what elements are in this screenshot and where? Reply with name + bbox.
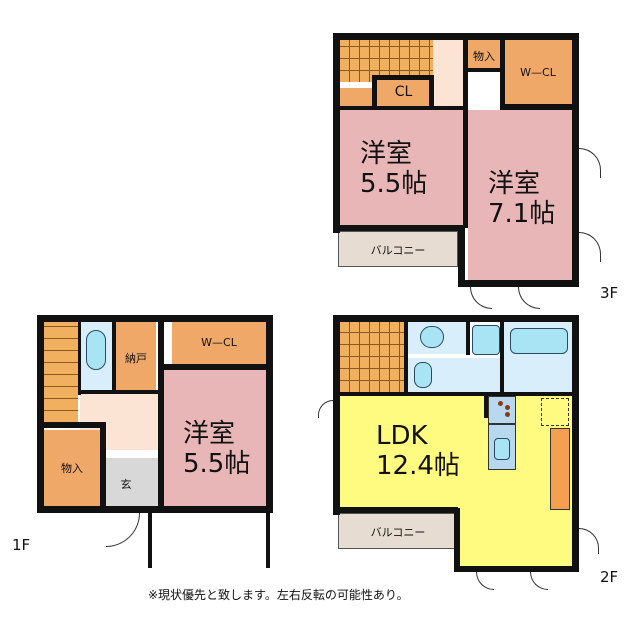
washbasin-2f [414, 362, 432, 388]
room-size-western-1f: 5.5帖 [183, 449, 251, 479]
room-label-walkin-closet-1f: W—CL [201, 336, 237, 349]
room-storage-3f [468, 40, 500, 70]
balcony-2f [338, 513, 458, 549]
staircase-1f [44, 322, 78, 422]
room-size-western-b-3f: 7.1帖 [488, 199, 556, 229]
kitchen-sink-2f [494, 438, 510, 460]
room-walkin-closet-3f [504, 40, 572, 106]
floor-label-3f: 3F [600, 284, 619, 302]
room-western-b-3f [468, 110, 572, 280]
door-3f-south-2[interactable] [518, 287, 540, 309]
room-storage-1f [44, 430, 100, 506]
room-label-nando-1f: 納戸 [125, 352, 147, 365]
door-2f-west[interactable] [318, 400, 333, 418]
floor-label-2f: 2F [600, 568, 619, 586]
room-ldk-2f [340, 395, 572, 510]
room-label-western-1f: 洋室 [183, 419, 236, 449]
kitchen-stove-2f [488, 396, 516, 424]
washing-machine-2f [472, 325, 500, 355]
room-western-1f [164, 370, 266, 506]
fridge-space-2f [541, 398, 569, 426]
door-3f-south-1[interactable] [470, 287, 492, 309]
entrance-door-1f[interactable] [106, 513, 140, 547]
room-label-western-a-3f: 洋室 [360, 139, 413, 169]
balcony-3f [338, 231, 458, 267]
room-label-storage-3f: 物入 [473, 50, 495, 63]
door-3f-east-1[interactable] [579, 148, 601, 178]
door-2f-south-1[interactable] [476, 572, 494, 590]
room-closet-3f [376, 78, 431, 108]
toilet-fixture-2f [420, 326, 444, 348]
room-label-ldk-2f: LDK [376, 421, 428, 451]
staircase-2f [340, 322, 404, 392]
bathtub-2f [510, 328, 568, 354]
room-walkin-closet-1f [172, 322, 266, 364]
room-nando-1f [116, 322, 156, 390]
toilet-fixture-1f [86, 330, 106, 370]
room-size-ldk-2f: 12.4帖 [376, 451, 460, 481]
room-label-entrance-1f: 玄 [120, 478, 132, 491]
room-size-western-a-3f: 5.5帖 [360, 169, 428, 199]
cupboard-2f [550, 428, 570, 510]
room-ldk-2f-lower [458, 505, 572, 568]
stair-landing-3f [340, 88, 376, 108]
room-label-western-b-3f: 洋室 [488, 169, 541, 199]
entrance-1f [106, 458, 158, 506]
room-western-a-3f [340, 110, 465, 228]
room-label-balcony-2f: バルコニー [370, 526, 426, 539]
door-2f-south-2[interactable] [530, 572, 548, 590]
door-2f-east[interactable] [579, 528, 599, 554]
room-label-storage-1f: 物入 [61, 462, 83, 475]
room-label-balcony-3f: バルコニー [370, 244, 426, 257]
room-label-walkin-closet-3f: W—CL [520, 66, 556, 79]
room-label-closet-3f: CL [394, 84, 413, 100]
hall-3f [433, 40, 465, 110]
disclaimer-note: ※現状優先と致します。左右反転の可能性あり。 [148, 588, 409, 602]
floor-label-1f: 1F [12, 536, 31, 554]
staircase-3f [340, 40, 433, 82]
door-3f-east-2[interactable] [579, 232, 601, 262]
